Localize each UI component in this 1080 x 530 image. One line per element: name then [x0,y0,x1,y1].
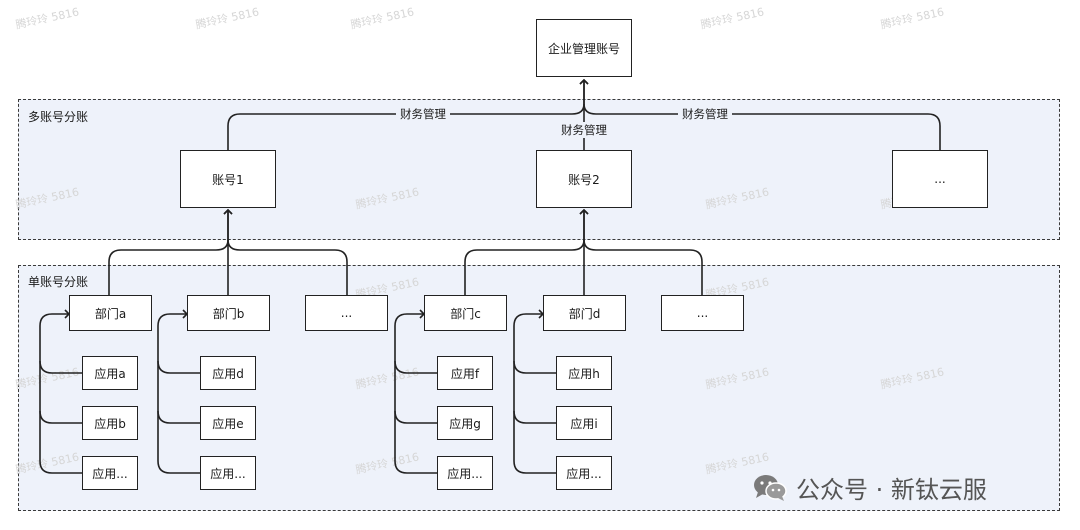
node-app-i: 应用i [556,406,612,440]
branding-text: 公众号 · 新钛云服 [796,476,987,504]
edge-label-center: 财务管理 [557,122,611,138]
edge-account3-to-top [583,103,941,150]
branding: 公众号 · 新钛云服 [752,470,987,505]
node-app-more-a: 应用... [82,456,138,490]
node-app-e: 应用e [200,406,256,440]
node-account-2: 账号2 [536,150,632,208]
edge-label-left: 财务管理 [396,106,450,122]
node-dept-a: 部门a [69,295,152,331]
node-app-h: 应用h [556,356,612,390]
node-enterprise-admin: 企业管理账号 [536,19,632,77]
node-dept-more-2: ... [661,295,744,331]
wechat-icon [752,473,788,503]
node-dept-c: 部门c [424,295,507,331]
node-dept-b: 部门b [187,295,270,331]
node-account-more: ... [892,150,988,208]
edge-label-right: 财务管理 [678,106,732,122]
node-app-b: 应用b [82,406,138,440]
node-dept-more-1: ... [305,295,388,331]
edge-deptmore1-to-account1 [227,239,348,295]
node-app-more-b: 应用... [200,456,256,490]
node-account-1: 账号1 [180,150,276,208]
region-title-single: 单账号分账 [28,275,89,289]
node-app-a: 应用a [82,356,138,390]
node-dept-d: 部门d [543,295,626,331]
node-app-f: 应用f [437,356,493,390]
edge-depta-to-account1 [108,208,233,295]
node-app-d: 应用d [200,356,256,390]
region-title-multi: 多账号分账 [28,110,89,124]
edge-deptc-to-account2 [464,208,589,295]
edge-apps-to-depta [39,309,82,474]
node-app-more-d: 应用... [556,456,612,490]
edge-apps-to-deptb [157,309,200,474]
edge-deptmore2-to-account2 [583,239,703,295]
edge-apps-to-deptd [513,309,556,474]
edge-apps-to-deptc [394,309,437,474]
node-app-more-c: 应用... [437,456,493,490]
node-app-g: 应用g [437,406,493,440]
